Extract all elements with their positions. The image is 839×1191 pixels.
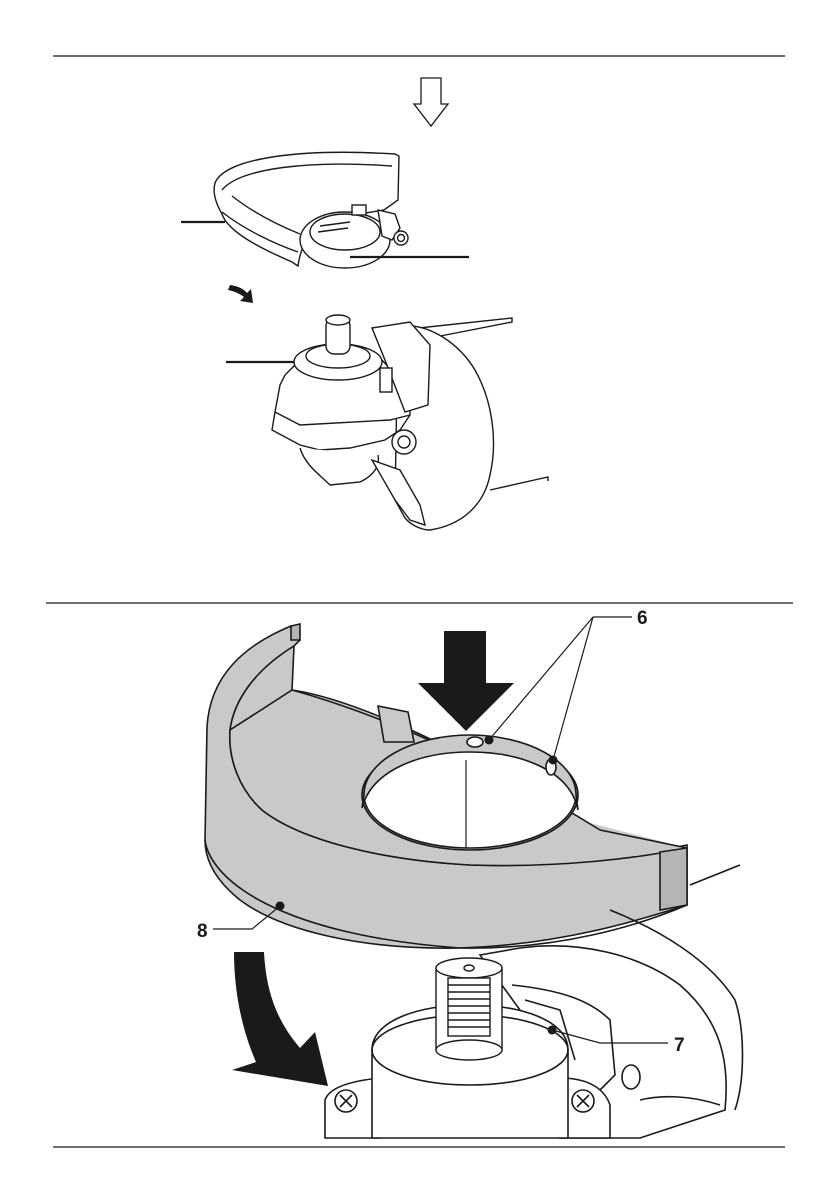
grinder-head-top xyxy=(272,315,548,530)
guard-small xyxy=(214,152,408,268)
callout-7-label: 7 xyxy=(674,1035,685,1056)
spindle-threaded xyxy=(436,958,502,1060)
down-arrow-solid-icon xyxy=(418,631,514,731)
callout-8-label: 8 xyxy=(197,921,208,942)
callout-6-leaders xyxy=(489,617,632,760)
rotate-arrow-large-icon xyxy=(232,952,328,1086)
down-arrow-outline-icon xyxy=(414,78,448,126)
callout-6-label: 6 xyxy=(637,608,648,629)
callout-6-dot-1 xyxy=(485,736,494,745)
callout-6-dot-2 xyxy=(549,756,558,765)
rotate-arrow-small-icon xyxy=(228,285,253,303)
